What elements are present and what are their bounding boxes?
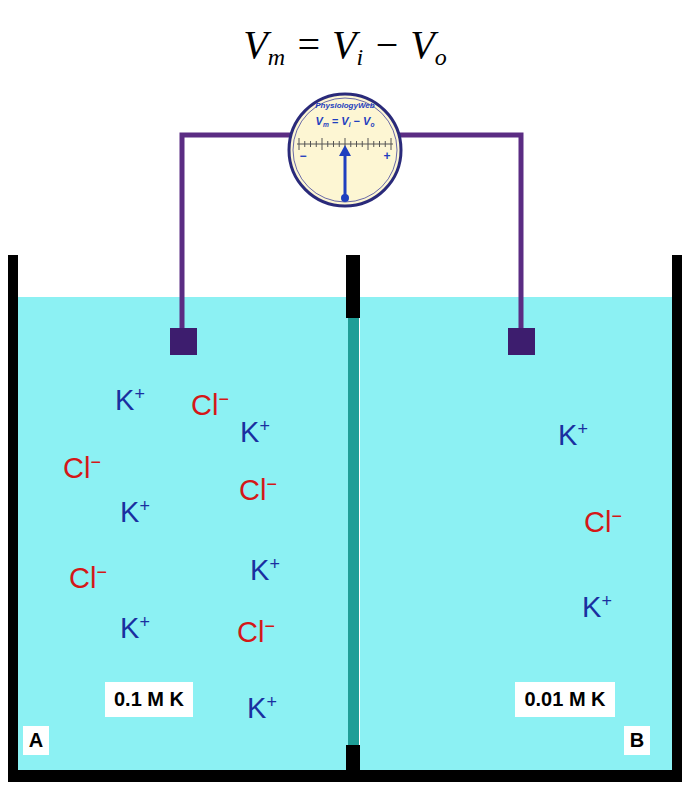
compartment-label: A <box>23 726 49 755</box>
right-wall <box>672 255 682 782</box>
ion-label: K+ <box>120 614 150 643</box>
electrode <box>508 328 535 355</box>
box-text: B <box>630 729 644 752</box>
ion-label: K+ <box>115 386 145 415</box>
ion-label: K+ <box>247 694 277 723</box>
meter-equation: Vm = Vi − Vo <box>316 116 375 127</box>
ion-label: Cl− <box>237 618 275 647</box>
divider-bottom <box>346 745 360 782</box>
scale-sign: + <box>383 150 390 162</box>
ion-label: K+ <box>558 421 588 450</box>
wire <box>398 135 521 332</box>
concentration-box: 0.1 M K <box>105 682 193 717</box>
concentration-box: 0.01 M K <box>515 682 614 717</box>
equation-title: Vm = Vi − Vo <box>243 21 446 68</box>
box-text: A <box>29 729 43 752</box>
ion-label: K+ <box>250 556 280 585</box>
solution-a <box>18 297 348 770</box>
box-text: 0.01 M K <box>524 688 605 711</box>
left-wall <box>8 255 18 782</box>
box-text: 0.1 M K <box>114 688 184 711</box>
ion-label: K+ <box>120 498 150 527</box>
membrane <box>348 318 359 745</box>
meter-brand: PhysiologyWeb <box>315 102 374 110</box>
solution-b <box>360 297 672 770</box>
ion-label: Cl− <box>584 508 622 537</box>
ion-label: K+ <box>582 593 612 622</box>
divider-top <box>346 255 360 318</box>
scale-sign: − <box>299 150 306 162</box>
ion-label: Cl− <box>69 564 107 593</box>
ion-label: K+ <box>240 418 270 447</box>
wire <box>182 135 292 332</box>
voltmeter: PhysiologyWeb Vm = Vi − Vo − + <box>287 92 403 208</box>
electrode <box>170 328 197 355</box>
bottom-wall <box>8 770 682 782</box>
ion-label: Cl− <box>239 476 277 505</box>
compartment-label: B <box>624 726 650 755</box>
ion-label: Cl− <box>191 391 229 420</box>
ion-label: Cl− <box>63 454 101 483</box>
